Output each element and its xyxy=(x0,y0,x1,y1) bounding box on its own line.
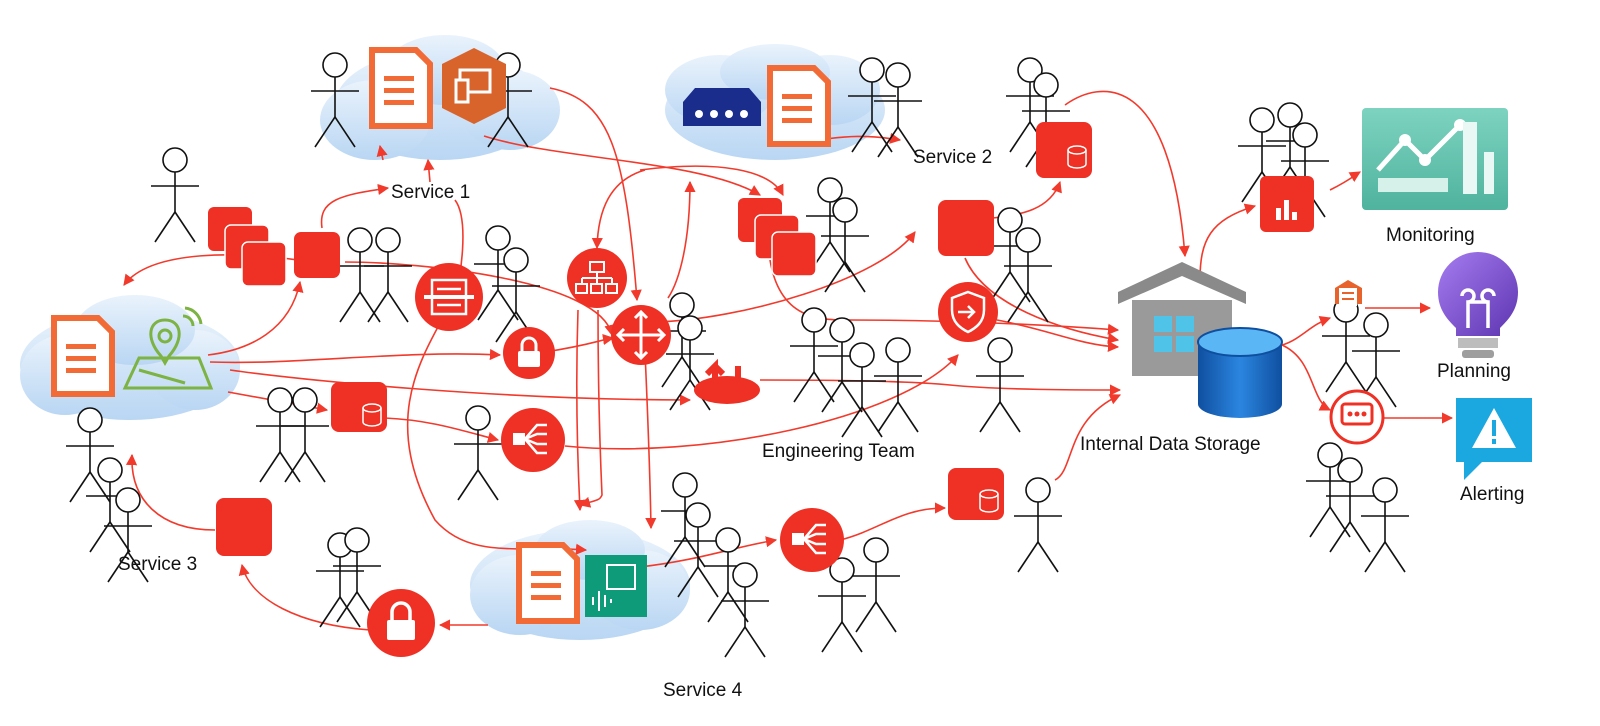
stick-figure-icon xyxy=(874,337,922,433)
chart-node-icon xyxy=(1260,176,1314,232)
stick-figure-icon xyxy=(1281,122,1329,218)
database-node-icon xyxy=(331,382,387,432)
speech-document-icon xyxy=(585,555,647,617)
lock-icon xyxy=(503,327,555,379)
document-icon xyxy=(516,542,580,624)
stick-figure-icon xyxy=(674,502,722,598)
stick-figure-icon xyxy=(666,315,714,411)
hierarchy-icon xyxy=(567,248,627,308)
router-icon xyxy=(611,305,671,365)
stick-figure-icon xyxy=(821,197,869,293)
stick-figure-icon xyxy=(281,387,329,483)
stick-figure-icon xyxy=(852,537,900,633)
lock-icon xyxy=(367,589,435,657)
stick-figure-icon xyxy=(1004,227,1052,323)
stick-figure-icon xyxy=(818,557,866,653)
planning-node-icon xyxy=(1335,280,1362,306)
lightbulb-icon xyxy=(1438,252,1518,358)
database-node-icon xyxy=(948,468,1004,520)
stick-figure-icon xyxy=(838,342,886,438)
stick-figure-icon xyxy=(721,562,769,658)
stick-figure-icon xyxy=(661,472,709,568)
stick-figure-icon xyxy=(333,527,381,623)
document-icon xyxy=(51,315,115,397)
stick-figure-icon xyxy=(790,307,838,403)
stacked-squares-icon xyxy=(208,207,287,287)
stick-figure-icon xyxy=(1322,297,1370,393)
document-icon xyxy=(369,47,433,129)
stick-figure-icon xyxy=(454,405,502,501)
load-balancer-icon xyxy=(501,408,565,472)
service-1-label: Service 1 xyxy=(391,182,471,203)
stick-figure-icon xyxy=(86,457,134,553)
stick-figure-icon xyxy=(1306,442,1354,538)
internal-data-storage-label: Internal Data Storage xyxy=(1080,434,1261,455)
network-appliance-icon xyxy=(683,88,761,126)
transfer-icon xyxy=(694,358,760,404)
load-balancer-icon xyxy=(780,508,844,572)
stick-figure-icon xyxy=(874,62,922,158)
planning-label: Planning xyxy=(1437,361,1511,382)
square-node-icon xyxy=(216,498,272,556)
stick-figure-icon xyxy=(151,147,199,243)
document-icon xyxy=(767,65,831,147)
stacked-squares-icon xyxy=(738,198,817,277)
stick-figure-icon xyxy=(104,487,152,583)
engineering-team-label: Engineering Team xyxy=(762,441,915,462)
shield-icon xyxy=(938,282,998,342)
map-pin-icon xyxy=(122,306,214,390)
database-node-icon xyxy=(1036,122,1092,178)
service-3-label: Service 3 xyxy=(118,554,198,575)
stick-figure-icon xyxy=(311,52,359,148)
service-2-label: Service 2 xyxy=(913,147,993,168)
devices-icon xyxy=(442,48,506,124)
firewall-icon xyxy=(415,263,483,331)
stick-figure-icon xyxy=(848,57,896,153)
square-node-icon xyxy=(294,232,340,278)
monitoring-label: Monitoring xyxy=(1386,225,1475,246)
stick-figure-icon xyxy=(364,227,412,323)
stick-figure-icon xyxy=(1326,457,1374,553)
stick-figure-icon xyxy=(1361,477,1409,573)
stick-figure-icon xyxy=(492,247,540,343)
chat-icon xyxy=(1329,389,1385,445)
square-node-icon xyxy=(938,200,994,256)
dashboard-icon xyxy=(1362,108,1508,210)
stick-figure-icon xyxy=(66,407,114,503)
alert-icon xyxy=(1456,398,1532,480)
stick-figure-icon xyxy=(1014,477,1062,573)
database-icon xyxy=(1197,327,1283,418)
stick-figure-icon xyxy=(1238,107,1286,203)
alerting-label: Alerting xyxy=(1460,484,1525,505)
service-4-label: Service 4 xyxy=(663,680,743,701)
stick-figure-icon xyxy=(474,225,522,321)
stick-figure-icon xyxy=(976,337,1024,433)
stick-figure-icon xyxy=(256,387,304,483)
